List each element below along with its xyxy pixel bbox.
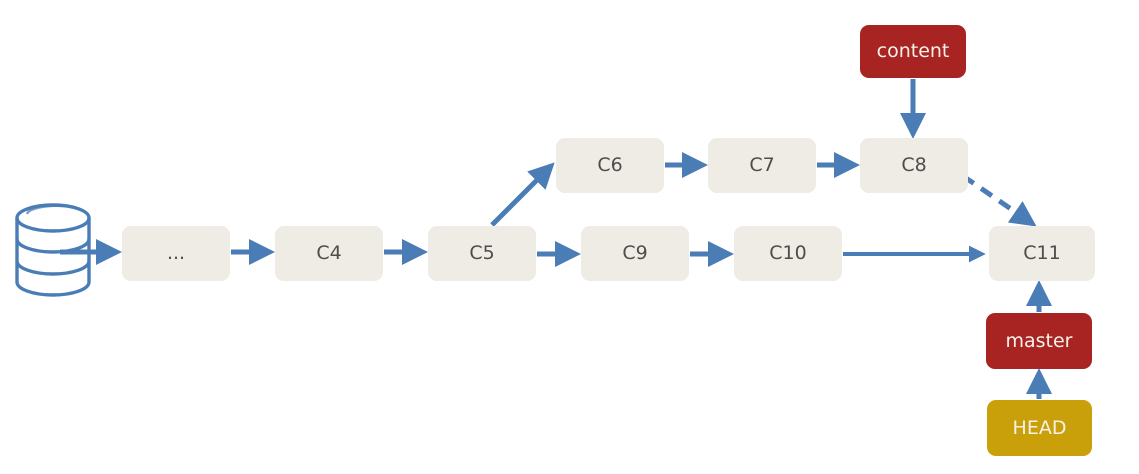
- database-cylinder-icon: [15, 203, 91, 297]
- commit-node-c4[interactable]: C4: [275, 226, 383, 281]
- edge-c8-to-c11: [961, 173, 1037, 227]
- commit-node-c7[interactable]: C7: [708, 138, 816, 193]
- commit-node-c11[interactable]: C11: [989, 226, 1095, 281]
- head-pointer-label[interactable]: HEAD: [987, 400, 1092, 456]
- commit-label: C4: [316, 242, 342, 264]
- commit-label: C8: [901, 154, 927, 176]
- commit-node-ellipsis[interactable]: ...: [122, 226, 230, 281]
- branch-label-content[interactable]: content: [860, 25, 966, 78]
- edge-c5-to-c6: [490, 162, 555, 227]
- branch-label-master[interactable]: master: [986, 313, 1092, 369]
- head-pointer-text: HEAD: [1012, 416, 1067, 439]
- branch-label-text: content: [876, 40, 950, 62]
- branch-label-text: master: [1005, 329, 1073, 352]
- commit-label: C11: [1023, 242, 1061, 264]
- commit-node-c9[interactable]: C9: [581, 226, 689, 281]
- commit-label: ...: [166, 242, 186, 264]
- commit-label: C5: [469, 242, 495, 264]
- commit-node-c6[interactable]: C6: [556, 138, 664, 193]
- commit-label: C6: [597, 154, 623, 176]
- commit-label: C10: [769, 242, 807, 264]
- commit-label: C9: [622, 242, 648, 264]
- commit-node-c10[interactable]: C10: [734, 226, 842, 281]
- commit-node-c8[interactable]: C8: [860, 138, 968, 193]
- commit-label: C7: [749, 154, 775, 176]
- commit-node-c5[interactable]: C5: [428, 226, 536, 281]
